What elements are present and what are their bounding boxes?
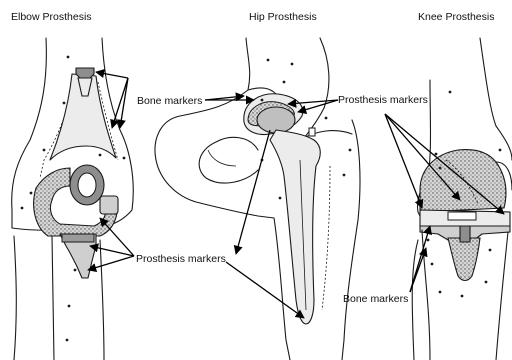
hip-collar-marker [309, 128, 315, 136]
knee-tibial-stem [448, 238, 480, 281]
elbow-bone-marker-leader-1 [96, 72, 128, 78]
knee-prosthesis-leader-1 [385, 114, 422, 208]
elbow-ulna-outline [14, 236, 16, 360]
knee-diagram [385, 38, 512, 360]
knee-bone-marker-leader-2 [410, 226, 430, 292]
hip-femur-outline [274, 218, 290, 360]
elbow-bone-marker-leader-3 [120, 78, 128, 128]
hip-obturator-outline [199, 137, 258, 183]
elbow-side-plug [100, 196, 118, 214]
knee-bone-markers-label: Bone markers [343, 293, 408, 305]
elbow-title: Elbow Prosthesis [11, 11, 92, 23]
hip-femoral-stem [270, 130, 320, 324]
hip-prosthesis-markers-label: Prosthesis markers [338, 94, 428, 106]
elbow-bone-markers-label: Bone markers [137, 95, 202, 107]
hip-femoral-head [257, 107, 295, 133]
elbow-prosthesis-leader-2 [90, 246, 134, 256]
knee-title: Knee Prosthesis [418, 11, 494, 23]
knee-femoral-component [420, 150, 506, 213]
elbow-bone-marker-leader-2 [112, 78, 128, 128]
elbow-prosthesis-leader-3 [88, 256, 134, 270]
elbow-diagram [12, 38, 134, 360]
hip-prosthesis-leader-4 [226, 262, 304, 318]
elbow-prosthesis-markers-label: Prosthesis markers [136, 253, 226, 265]
hip-diagram [155, 38, 360, 360]
elbow-top-marker [76, 68, 94, 78]
hip-prosthesis-leader-3 [236, 130, 270, 254]
elbow-prosthesis-leader-1 [100, 218, 134, 256]
hip-title: Hip Prosthesis [249, 11, 317, 23]
